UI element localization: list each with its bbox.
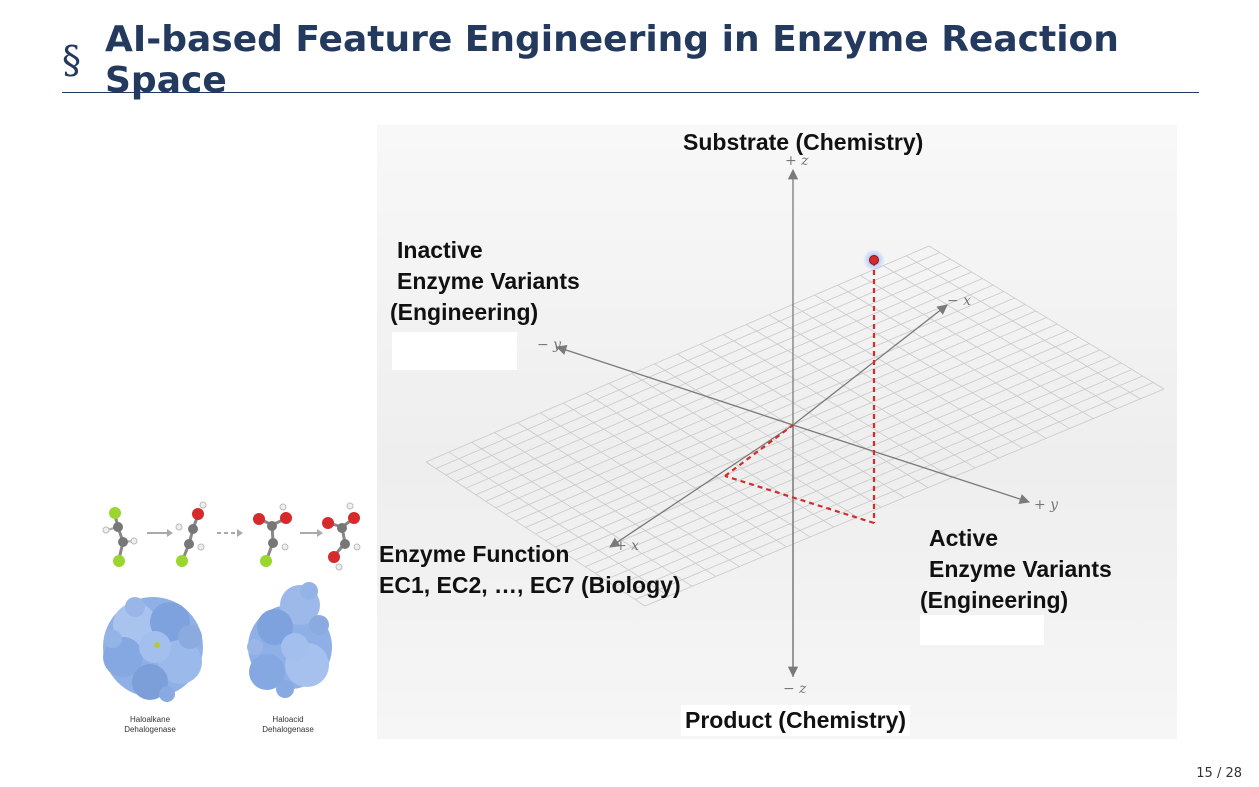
molecule-alcohol (175, 501, 207, 567)
grid-line (814, 294, 1047, 439)
grid-line (555, 330, 1069, 548)
enzyme-molecule-panel: Haloalkane Dehalogenase Haloacid Dehalog… (95, 497, 365, 742)
enzyme-function-label: Enzyme Function EC1, EC2, …, EC7 (Biolog… (379, 539, 681, 601)
highlight-projection (724, 249, 885, 525)
minus-z-tick: − z (783, 681, 807, 697)
active-variants-label: Active Enzyme Variants (Engineering) (920, 523, 1112, 616)
grid-line (837, 284, 1070, 429)
grid-line (575, 343, 1090, 561)
caption-haloalkane: Haloalkane Dehalogenase (105, 715, 195, 735)
grid-line (644, 388, 1165, 607)
grid-line (768, 314, 1000, 459)
protein-haloacid-dehalogenase (247, 582, 332, 698)
substrate-label: Substrate (Chemistry) (683, 129, 924, 155)
inactive-variants-label: Inactive Enzyme Variants (Engineering) (390, 235, 580, 328)
minus-x-tick: − x (947, 293, 972, 309)
active-line-3: (Engineering) (920, 587, 1069, 613)
active-line-2: Enzyme Variants (929, 556, 1112, 582)
grid-line (745, 324, 976, 469)
caption-haloacid-line2: Dehalogenase (262, 725, 314, 734)
minus-y-tick: − y (537, 337, 562, 353)
reaction-arrow-3 (300, 529, 323, 537)
axes (556, 168, 1030, 678)
caption-haloacid: Haloacid Dehalogenase (243, 715, 333, 735)
molecule-hydroxy-acid (322, 502, 361, 571)
function-line-1: Enzyme Function (379, 541, 570, 567)
grid-line (700, 343, 929, 488)
inactive-line-2: Enzyme Variants (397, 268, 580, 294)
plus-y-tick: + y (1034, 497, 1059, 513)
grid-line (883, 265, 1118, 410)
grid-line (905, 255, 1141, 400)
caption-haloalkane-line1: Haloalkane (129, 715, 171, 724)
plus-x-tick: + x (615, 538, 640, 554)
molecule-haloalkane (102, 507, 138, 567)
active-blank-box (920, 615, 1044, 645)
slide-title-text: AI-based Feature Engineering in Enzyme R… (105, 19, 1119, 101)
grid-line (605, 362, 1122, 581)
grid-line (624, 375, 1143, 594)
product-label: Product (Chemistry) (681, 705, 911, 736)
function-line-2: EC1, EC2, …, EC7 (Biology) (379, 572, 681, 598)
molecule-haloacid (253, 503, 292, 567)
projection-line-y (724, 474, 875, 525)
reaction-molecules (102, 501, 361, 702)
page-number: 15 / 28 (1196, 766, 1242, 781)
x-axis-negative (792, 304, 948, 426)
caption-haloacid-line1: Haloacid (272, 715, 304, 724)
grid-line (791, 304, 1023, 449)
grid-line (565, 336, 1079, 555)
grid-plane (425, 245, 1165, 607)
grid-line (723, 334, 952, 479)
section-mark: § (62, 38, 81, 82)
protein-haloalkane-dehalogenase (103, 597, 203, 702)
inactive-line-1: Inactive (397, 237, 483, 263)
active-line-1: Active (929, 525, 999, 551)
caption-haloalkane-line2: Dehalogenase (124, 725, 176, 734)
data-point (869, 255, 879, 265)
grid-line (860, 275, 1094, 419)
grid-line (595, 356, 1111, 574)
slide-title: § AI-based Feature Engineering in Enzyme… (62, 19, 1202, 101)
x-axis-positive (609, 424, 794, 548)
y-axis-negative (556, 344, 794, 426)
grid-line (545, 323, 1058, 541)
grid-line (928, 245, 1165, 390)
grid-line (585, 349, 1101, 568)
grid-line (634, 382, 1154, 600)
reaction-space-figure: Substrate (Chemistry) + z − x − y + y + … (377, 125, 1177, 739)
inactive-blank-box (392, 332, 517, 370)
inactive-line-3: (Engineering) (390, 299, 539, 325)
reaction-arrow-2 (217, 529, 243, 537)
reaction-space-diagram (377, 125, 1177, 739)
plus-z-tick: + z (785, 153, 809, 169)
title-divider (62, 92, 1199, 93)
y-axis-positive (792, 424, 1030, 505)
reaction-arrow-1 (147, 529, 173, 537)
